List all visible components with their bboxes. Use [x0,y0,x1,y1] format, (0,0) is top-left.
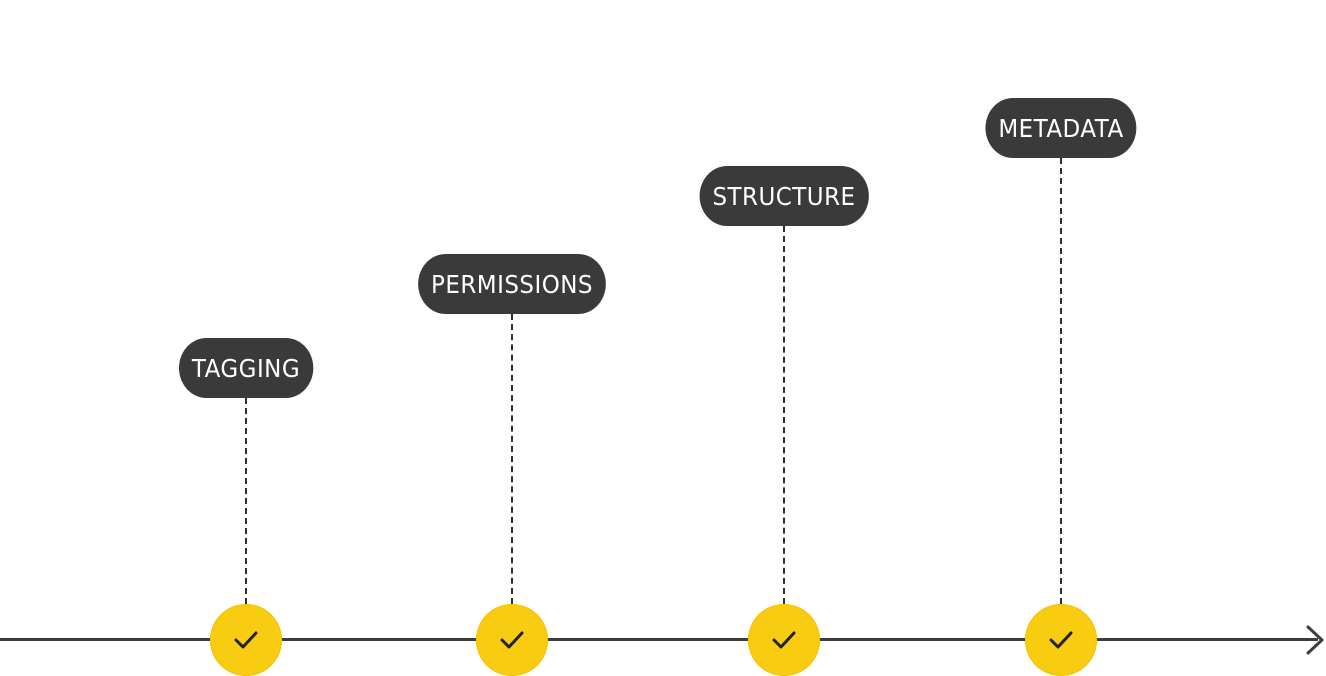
dashed-connector [245,398,247,604]
timeline-axis [0,638,1318,641]
milestone-node [1025,604,1097,676]
milestone-label: TAGGING [178,338,314,398]
milestone-label: STRUCTURE [699,166,869,226]
milestone-label: PERMISSIONS [418,254,606,314]
milestone-node [748,604,820,676]
check-icon [1049,631,1073,649]
arrow-right-icon [1306,625,1324,655]
check-icon [234,631,258,649]
check-icon [500,631,524,649]
dashed-connector [1060,158,1062,604]
milestone-node [210,604,282,676]
milestone-label: METADATA [985,98,1137,158]
milestone-node [476,604,548,676]
dashed-connector [511,314,513,604]
check-icon [772,631,796,649]
dashed-connector [783,226,785,604]
